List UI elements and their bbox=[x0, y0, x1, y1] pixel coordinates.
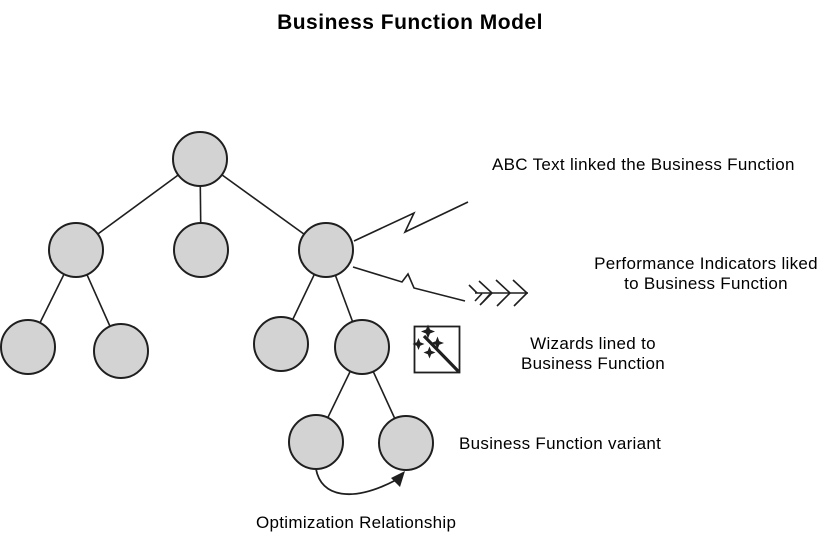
business-function-node bbox=[334, 319, 390, 375]
annotation-line-2: to Business Function bbox=[624, 274, 788, 293]
feathered-arrow-icon-feather bbox=[482, 293, 491, 303]
business-function-node bbox=[288, 414, 344, 470]
annotation-performance-indicators: Performance Indicators liked to Business… bbox=[556, 254, 839, 294]
optimization-arrow-head bbox=[391, 471, 405, 487]
business-function-node bbox=[298, 222, 354, 278]
business-function-node bbox=[48, 222, 104, 278]
annotation-business-function-variant: Business Function variant bbox=[459, 434, 662, 453]
business-function-node bbox=[378, 415, 434, 471]
annotation-optimization-relationship: Optimization Relationship bbox=[256, 513, 457, 532]
business-function-node bbox=[93, 323, 149, 379]
feathered-arrow-icon-feather bbox=[474, 292, 483, 302]
abc-lightning-connector bbox=[353, 201, 469, 242]
business-function-node bbox=[173, 222, 229, 278]
magic-wand-icon-wand bbox=[422, 334, 460, 373]
annotation-line-2: Business Function bbox=[520, 354, 665, 373]
annotation-abc-text: ABC Text linked the Business Function bbox=[492, 155, 795, 174]
business-function-node bbox=[0, 319, 56, 375]
business-function-node bbox=[172, 131, 228, 187]
business-function-node bbox=[253, 316, 309, 372]
performance-lightning-connector bbox=[352, 266, 466, 302]
annotation-line-1: Performance Indicators liked bbox=[594, 254, 818, 273]
annotation-wizards: Wizards lined to Business Function bbox=[498, 334, 688, 374]
feathered-arrow-icon-chevron bbox=[495, 279, 512, 307]
magic-wand-icon-star bbox=[421, 324, 435, 339]
magic-wand-icon-star bbox=[423, 346, 436, 359]
magic-wand-icon-star bbox=[431, 336, 444, 350]
magic-wand-icon-star bbox=[412, 338, 425, 350]
annotation-line-1: Wizards lined to bbox=[530, 334, 656, 353]
diagram-title: Business Function Model bbox=[277, 11, 543, 34]
feathered-arrow-icon-chevron bbox=[512, 279, 529, 307]
optimization-arrow-curve bbox=[315, 468, 397, 495]
feathered-arrow-icon-feather bbox=[468, 284, 478, 294]
